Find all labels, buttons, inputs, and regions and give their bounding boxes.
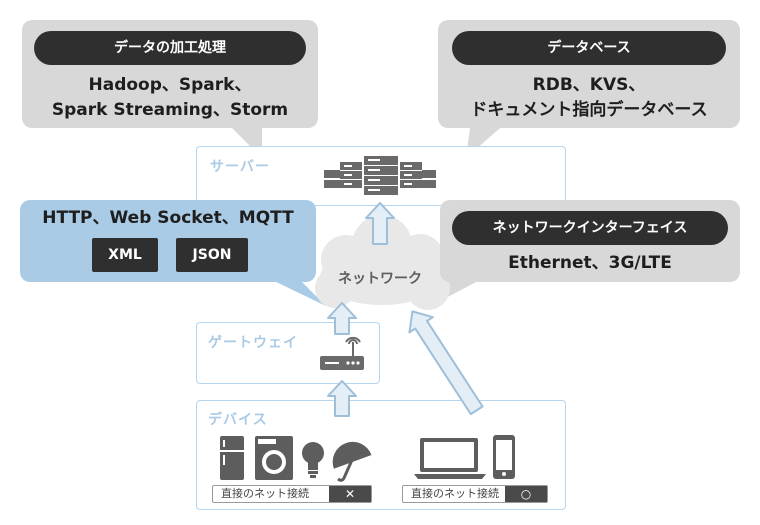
cloud-icon [315,215,450,310]
data-processing-title: データの加工処理 [34,31,306,65]
router-icon [320,336,364,370]
smartphone-icon [493,435,515,479]
gateway-layer-title: ゲートウェイ [208,335,298,351]
protocols-callout-tail [272,280,326,306]
arrow-laptop-to-cloud [408,310,484,416]
network-interface-text: Ethernet、3G/LTE [508,253,672,273]
network-interface-callout: ネットワークインターフェイス Ethernet、3G/LTE [440,200,740,282]
format-xml-button: XML [92,238,158,272]
protocols-text: HTTP、Web Socket、MQTT [42,208,294,228]
data-processing-line2: Spark Streaming、Storm [51,100,289,120]
arrow-gateway-to-cloud [327,302,357,335]
network-interface-title: ネットワークインターフェイス [452,211,728,245]
data-processing-line1: Hadoop、Spark、 [88,75,252,95]
direct-connection-bar-right: 直接のネット接続 ○ [402,485,548,503]
format-json-button: JSON [176,238,248,272]
database-callout: データベース RDB、KVS、 ドキュメント指向データベース [438,20,740,128]
server-rack-icon [324,156,436,195]
network-cloud-label: ネットワーク [338,271,422,287]
refrigerator-icon [220,436,244,480]
washing-machine-icon [255,436,293,480]
umbrella-icon [332,441,372,482]
arrow-devices-to-gateway [327,380,357,417]
data-processing-callout: データの加工処理 Hadoop、Spark、 Spark Streaming、S… [22,20,318,128]
direct-connection-label-left: 直接のネット接続 [221,487,309,500]
direct-connection-bar-left: 直接のネット接続 ✕ [212,485,372,503]
database-line2: ドキュメント指向データベース [470,100,708,120]
server-layer-title: サーバー [210,159,270,175]
direct-connection-cross-mark: ✕ [329,486,371,502]
direct-connection-label-right: 直接のネット接続 [411,487,499,500]
laptop-icon [414,438,486,479]
devices-layer-title: デバイス [208,412,268,428]
database-title: データベース [452,31,726,65]
protocols-callout: HTTP、Web Socket、MQTT XML JSON [20,200,316,282]
direct-connection-circle-mark: ○ [505,486,547,502]
light-bulb-icon [302,442,324,478]
arrow-cloud-to-server [365,202,395,245]
database-line1: RDB、KVS、 [532,75,646,95]
